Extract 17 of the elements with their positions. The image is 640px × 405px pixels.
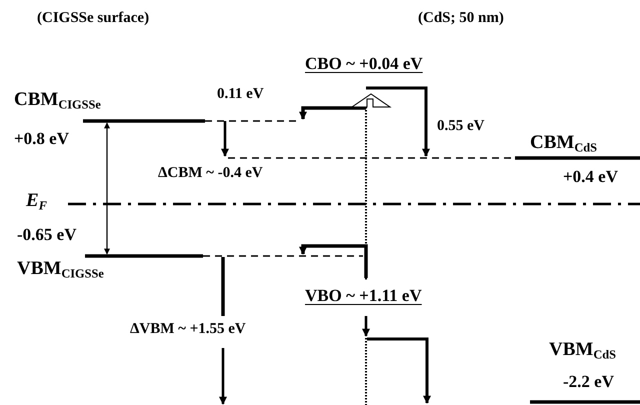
offset-value: CBO ~ +0.04 eV xyxy=(305,55,423,74)
band-edge-label: VBM$_{CIGSSe}$ xyxy=(17,259,104,280)
band-edge-label: VBM$_{CdS}$ xyxy=(549,340,616,361)
fermi-level-label: E$_{F}$ xyxy=(26,191,47,212)
energy-value: +0.4 eV xyxy=(563,168,618,187)
band-edge-label: CBM$_{CIGSSe}$ xyxy=(14,90,101,111)
energy-value: -0.65 eV xyxy=(17,226,76,245)
energy-value: 0.11 eV xyxy=(217,86,264,102)
offset-value: ΔVBM ~ +1.55 eV xyxy=(130,321,246,338)
panel-heading: (CIGSSe surface) xyxy=(37,10,150,26)
offset-value: ΔCBM ~ -0.4 eV xyxy=(158,165,263,182)
band-edge-label: CBM$_{CdS}$ xyxy=(530,133,597,154)
energy-value: +0.8 eV xyxy=(14,130,70,149)
energy-value: -2.2 eV xyxy=(563,373,614,392)
offset-value: VBO ~ +1.11 eV xyxy=(305,287,422,306)
panel-heading: (CdS; 50 nm) xyxy=(418,10,504,26)
energy-value: 0.55 eV xyxy=(437,118,484,134)
